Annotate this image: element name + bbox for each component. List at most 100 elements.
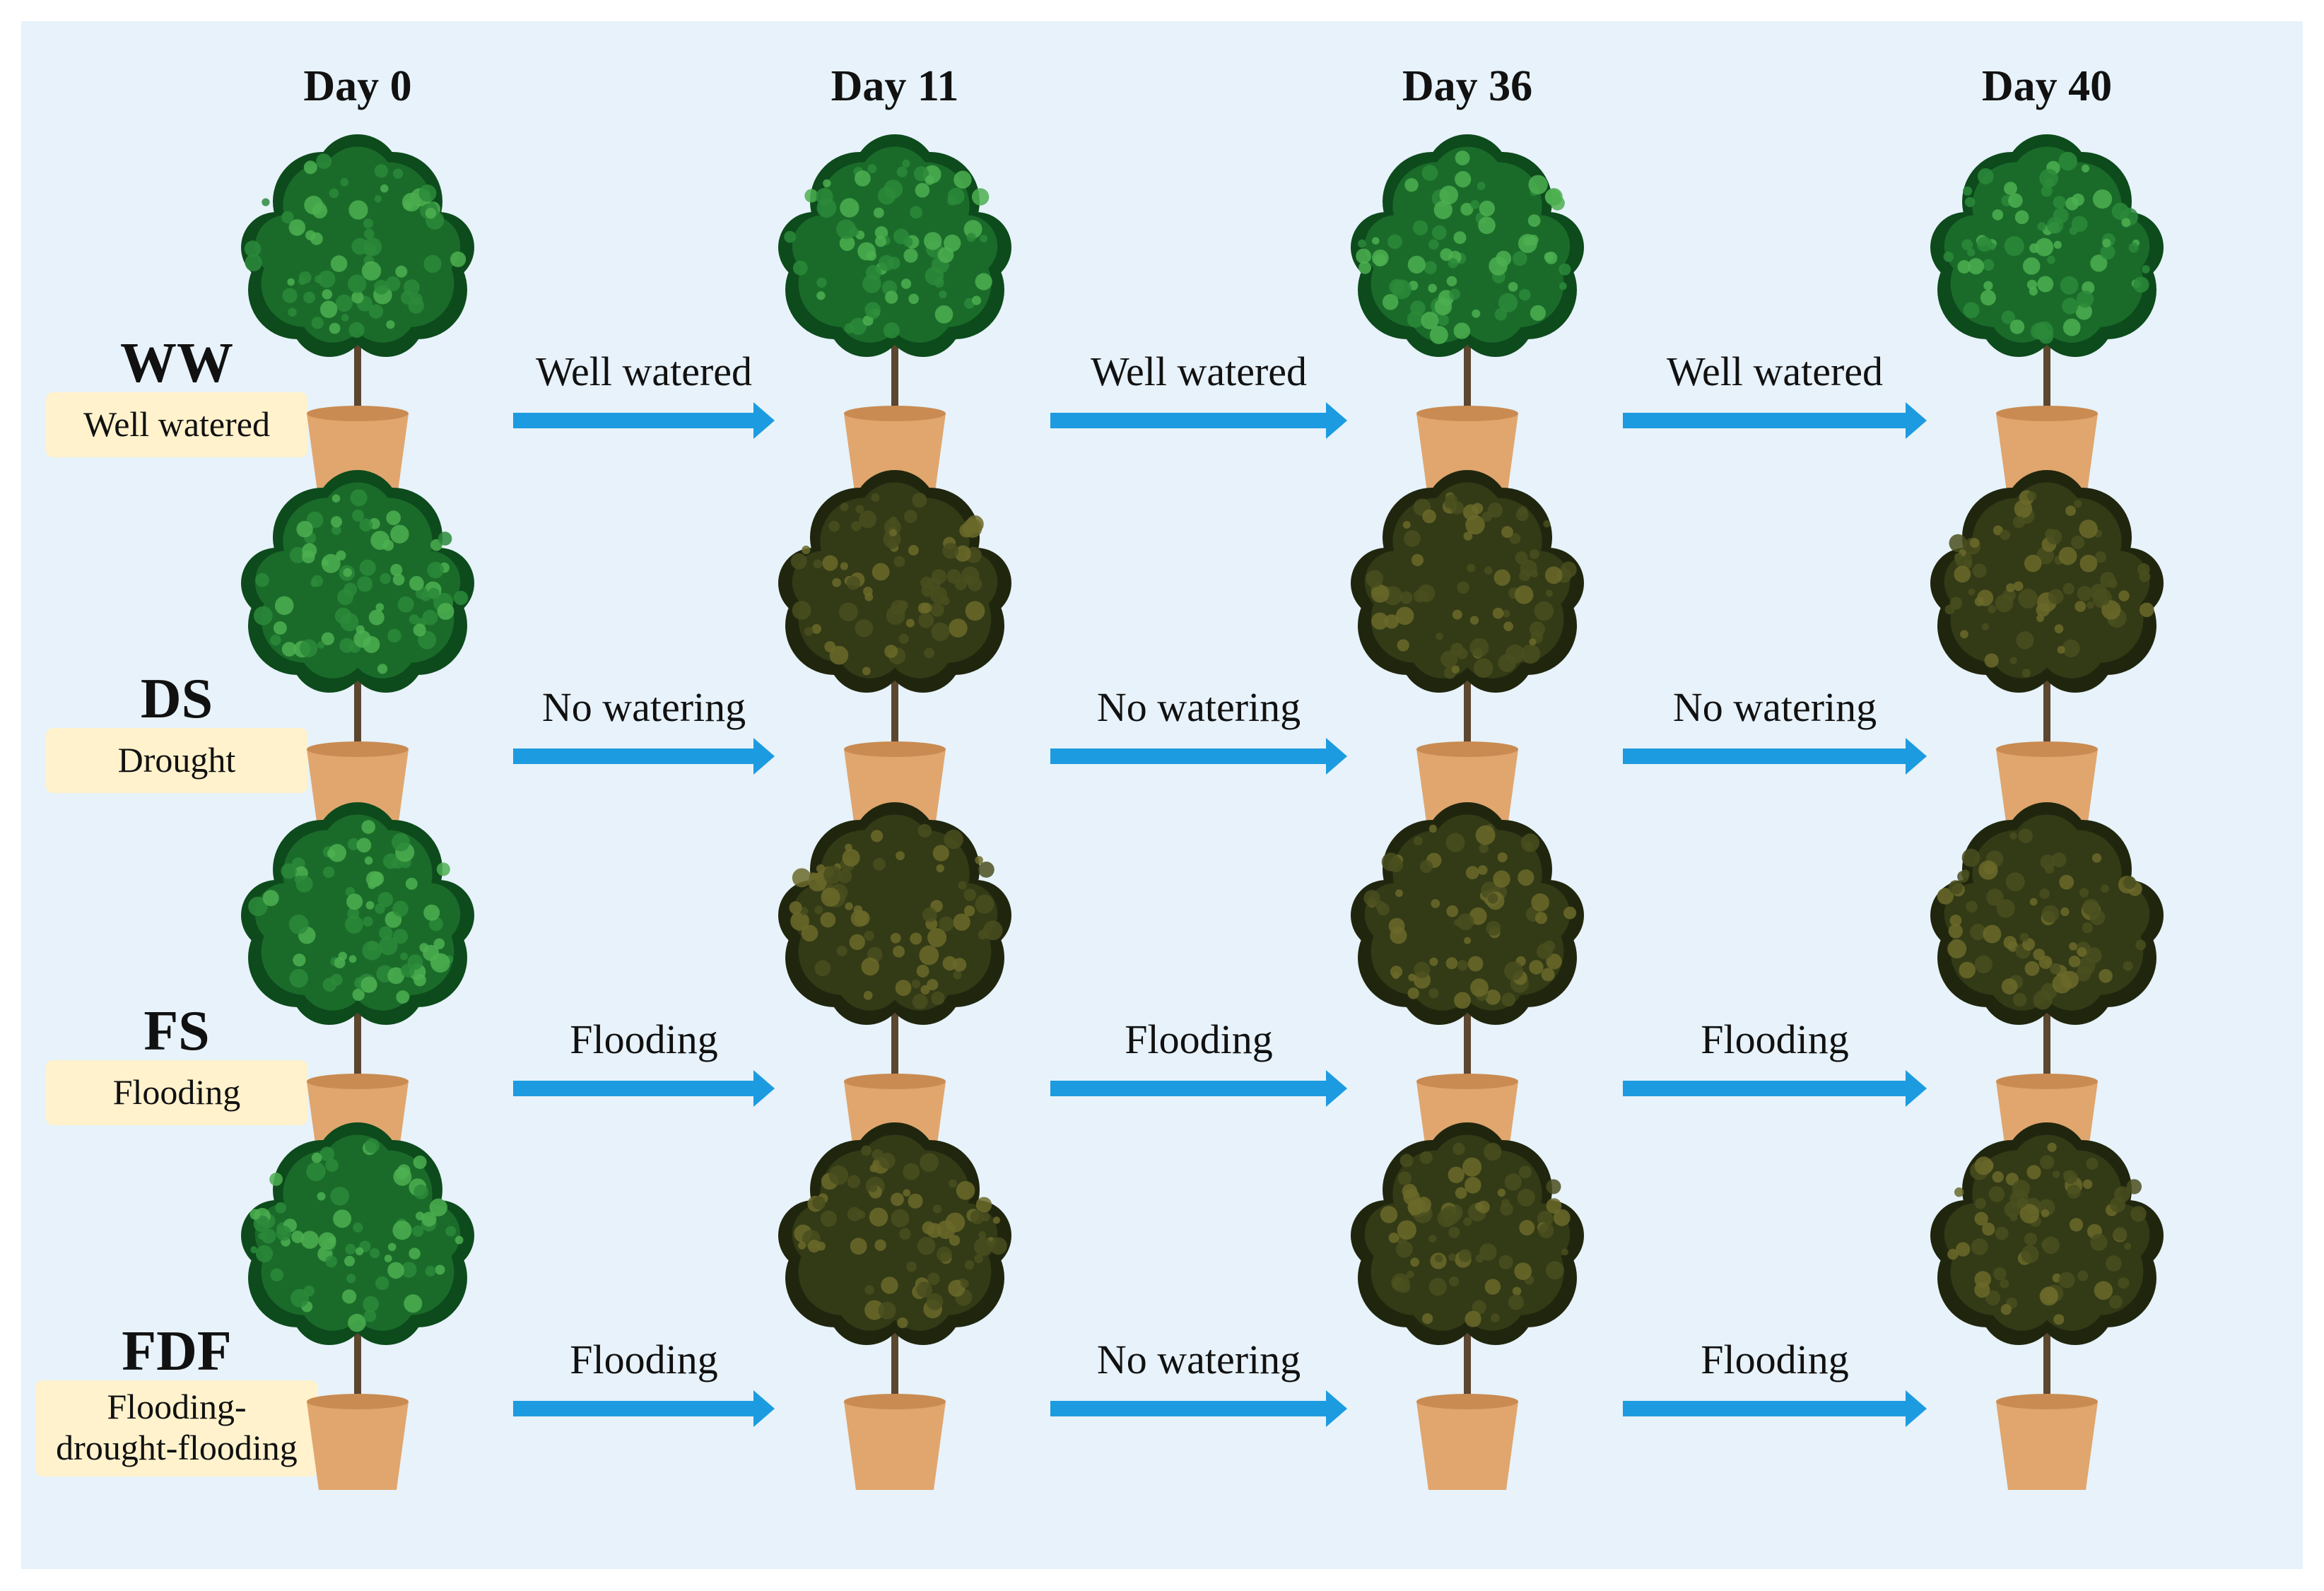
pot-rim: [1996, 406, 2098, 421]
healthy-foliage: [1930, 134, 2164, 357]
transition-label: Flooding: [570, 1337, 718, 1382]
trunk: [891, 664, 898, 756]
trunk: [891, 1317, 898, 1409]
transition-arrow: Well watered: [1623, 348, 1927, 439]
arrow-head: [1906, 738, 1927, 775]
healthy-foliage: [241, 802, 474, 1025]
transition-label: No watering: [1097, 684, 1301, 730]
trunk: [1464, 1317, 1471, 1409]
transition-label: No watering: [1673, 684, 1877, 730]
flower-pot: [844, 1402, 946, 1490]
potted-tree: [1351, 470, 1584, 838]
healthy-foliage: [241, 470, 474, 693]
pot-rim: [844, 741, 946, 757]
arrow-head: [753, 738, 775, 775]
trunk: [354, 997, 361, 1088]
arrow-head: [1326, 1070, 1347, 1107]
pot-rim: [1416, 1394, 1518, 1409]
potted-tree: [1351, 134, 1584, 502]
potted-tree: [1930, 134, 2164, 502]
arrow-shaft: [513, 748, 756, 764]
transition-arrow: No watering: [1050, 684, 1347, 775]
day-label: Day 0: [303, 62, 411, 110]
transition-label: Well watered: [1667, 348, 1883, 394]
treatment-code: FS: [143, 1000, 209, 1062]
transition-label: Flooding: [1125, 1016, 1273, 1062]
transition-arrow: Well watered: [513, 348, 775, 439]
treatment-name-box: [35, 1380, 318, 1476]
trunk: [1464, 664, 1471, 756]
transition-arrow: No watering: [1623, 684, 1927, 775]
transition-arrow: Well watered: [1050, 348, 1347, 439]
transition-arrow: Flooding: [513, 1337, 775, 1427]
stressed-foliage: [1351, 802, 1584, 1025]
arrow-head: [1906, 1390, 1927, 1427]
transition-label: Well watered: [1091, 348, 1307, 394]
trunk: [354, 1317, 361, 1409]
arrow-shaft: [1050, 748, 1329, 764]
treatment-name: Drought: [118, 740, 236, 780]
trunk: [354, 329, 361, 421]
treatment-row-fdf: FDF Flooding-drought-flooding Flooding No w…: [35, 1122, 2164, 1490]
healthy-foliage: [778, 134, 1011, 357]
potted-tree: [1930, 470, 2164, 838]
transition-arrow: Flooding: [1623, 1337, 1927, 1427]
potted-tree: [241, 470, 474, 838]
transition-label: Flooding: [1701, 1337, 1849, 1382]
arrow-shaft: [1050, 413, 1329, 428]
transition-label: No watering: [542, 684, 746, 730]
day-label: Day 11: [831, 62, 959, 110]
arrow-shaft: [1623, 413, 1908, 428]
potted-tree: [1930, 802, 2164, 1170]
arrow-head: [1906, 402, 1927, 439]
pot-rim: [307, 1074, 409, 1089]
arrow-shaft: [1623, 748, 1908, 764]
healthy-foliage: [241, 1122, 474, 1345]
trunk: [1464, 997, 1471, 1088]
treatment-name: drought-flooding: [56, 1428, 298, 1467]
arrow-head: [1326, 402, 1347, 439]
arrow-head: [1906, 1070, 1927, 1107]
transition-arrow: Flooding: [1623, 1016, 1927, 1107]
treatment-name-box: [46, 1060, 307, 1125]
arrow-head: [753, 402, 775, 439]
arrow-head: [1326, 738, 1347, 775]
healthy-foliage: [241, 134, 474, 357]
pot-rim: [307, 1394, 409, 1409]
pot-rim: [1416, 406, 1518, 421]
treatment-code: WW: [120, 332, 233, 394]
stressed-foliage: [1351, 470, 1584, 693]
treatment-code: FDF: [122, 1320, 232, 1382]
stressed-foliage: [1930, 802, 2164, 1025]
pot-rim: [1416, 741, 1518, 757]
arrow-shaft: [1623, 1081, 1908, 1096]
pot-rim: [844, 1394, 946, 1409]
trunk: [2043, 997, 2050, 1088]
treatment-name: Flooding-: [107, 1387, 246, 1426]
transition-arrow: Flooding: [1050, 1016, 1347, 1107]
transition-arrow: No watering: [513, 684, 775, 775]
potted-tree: [241, 1122, 474, 1490]
healthy-foliage: [1351, 134, 1584, 357]
arrow-head: [753, 1070, 775, 1107]
stressed-foliage: [1351, 1122, 1584, 1345]
arrow-head: [753, 1390, 775, 1427]
trunk: [2043, 329, 2050, 421]
arrow-shaft: [1623, 1401, 1908, 1416]
transition-arrow: Flooding: [513, 1016, 775, 1107]
pot-rim: [1996, 1394, 2098, 1409]
potted-tree: [778, 134, 1011, 502]
transition-label: No watering: [1097, 1337, 1301, 1382]
transition-label: Flooding: [570, 1016, 718, 1062]
day-label: Day 36: [1402, 62, 1532, 110]
flower-pot: [1416, 1402, 1518, 1490]
trunk: [891, 329, 898, 421]
pot-rim: [1996, 741, 2098, 757]
potted-tree: [778, 802, 1011, 1170]
